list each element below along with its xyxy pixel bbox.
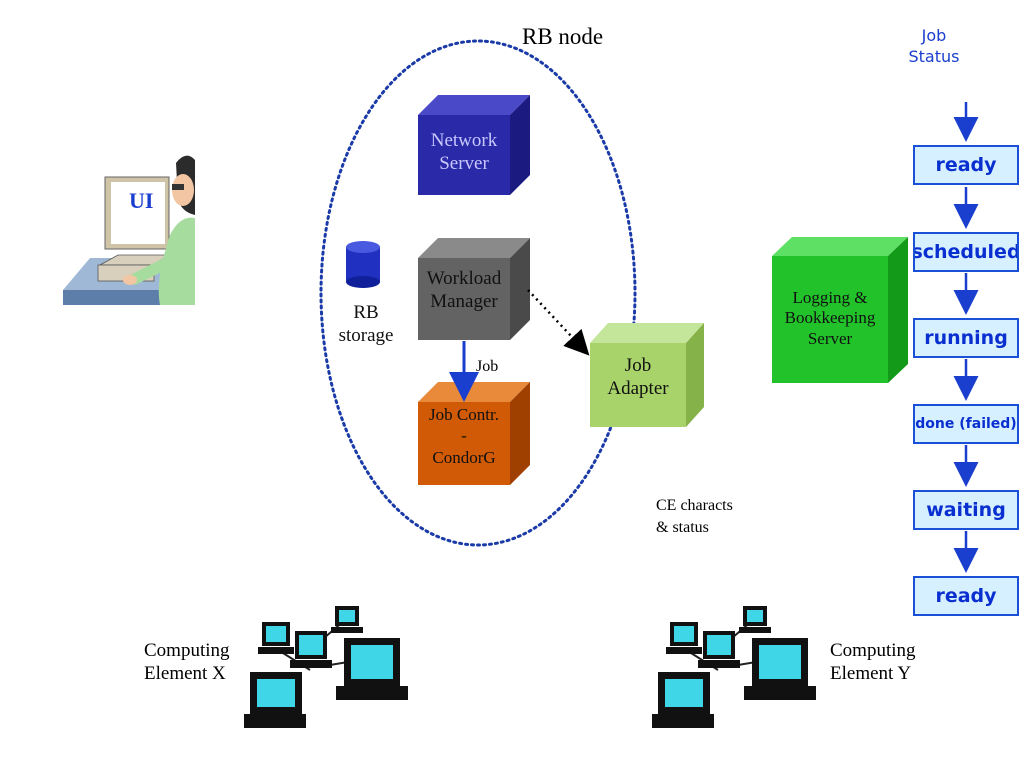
workload-manager-label-line1: Workload bbox=[426, 268, 502, 289]
workload-manager-label: Workload Manager bbox=[418, 268, 510, 314]
network-server-label-line2: Server bbox=[439, 152, 489, 174]
network-server-cube[interactable] bbox=[418, 95, 530, 195]
computing-element-x-network bbox=[244, 606, 408, 728]
rb-storage-label-line2: storage bbox=[338, 324, 394, 346]
rb-storage-label-line1: RB bbox=[353, 302, 379, 323]
logging-label-line1: Logging & bbox=[792, 288, 868, 307]
computing-element-y-network bbox=[652, 606, 816, 728]
rb-node-boundary bbox=[319, 39, 637, 547]
logging-bookkeeping-label: Logging & Bookkeeping Server bbox=[772, 288, 888, 349]
workload-manager-cube[interactable] bbox=[418, 238, 530, 340]
ce-x-line1: Computing bbox=[144, 640, 230, 661]
ce-info-line1: CE characts bbox=[656, 497, 733, 514]
ce-info-line2: & status bbox=[656, 518, 709, 536]
job-controller-label-line2: - bbox=[461, 426, 467, 446]
rb-node-title: RB node bbox=[522, 24, 604, 49]
ce-info-label: CE characts & status bbox=[656, 495, 733, 538]
computing-element-y-label: Computing Element Y bbox=[830, 640, 916, 686]
job-adapter-label: Job Adapter bbox=[590, 355, 686, 401]
ce-y-line2: Element Y bbox=[830, 662, 912, 684]
job-arrow-label: Job bbox=[476, 358, 499, 375]
job-status-header-line1: Job bbox=[921, 26, 947, 45]
network-server-label-line1: Network bbox=[430, 130, 498, 151]
job-status-header: Job Status bbox=[900, 26, 968, 68]
ui-workstation-illustration bbox=[63, 155, 195, 305]
status-done-failed[interactable]: done (failed) bbox=[913, 404, 1019, 444]
status-ready-final[interactable]: ready bbox=[913, 576, 1019, 616]
ce-y-line1: Computing bbox=[830, 640, 916, 661]
job-adapter-label-line1: Job bbox=[624, 355, 652, 376]
status-waiting[interactable]: waiting bbox=[913, 490, 1019, 530]
status-running[interactable]: running bbox=[913, 318, 1019, 358]
logging-label-line2: Bookkeeping bbox=[784, 308, 876, 328]
job-status-header-line2: Status bbox=[908, 46, 960, 66]
status-ready[interactable]: ready bbox=[913, 145, 1019, 185]
computing-element-x-label: Computing Element X bbox=[144, 640, 230, 686]
job-controller-label-line3: CondorG bbox=[432, 447, 496, 467]
job-adapter-cube[interactable] bbox=[590, 323, 704, 427]
status-scheduled[interactable]: scheduled bbox=[913, 232, 1019, 272]
wm-to-adapter-arrow bbox=[527, 289, 590, 356]
logging-bookkeeping-cube[interactable] bbox=[772, 237, 908, 383]
job-adapter-label-line2: Adapter bbox=[607, 377, 669, 399]
ce-x-line2: Element X bbox=[144, 662, 226, 684]
rb-storage-label: RB storage bbox=[326, 302, 406, 348]
logging-label-line3: Server bbox=[807, 328, 853, 348]
rb-storage-cylinder[interactable] bbox=[346, 241, 380, 288]
ui-label: UI bbox=[129, 188, 154, 213]
job-controller-label-line1: Job Contr. bbox=[429, 405, 499, 424]
job-controller-label: Job Contr. - CondorG bbox=[416, 404, 512, 468]
workload-manager-label-line2: Manager bbox=[430, 290, 498, 312]
network-server-label: Network Server bbox=[418, 130, 510, 176]
